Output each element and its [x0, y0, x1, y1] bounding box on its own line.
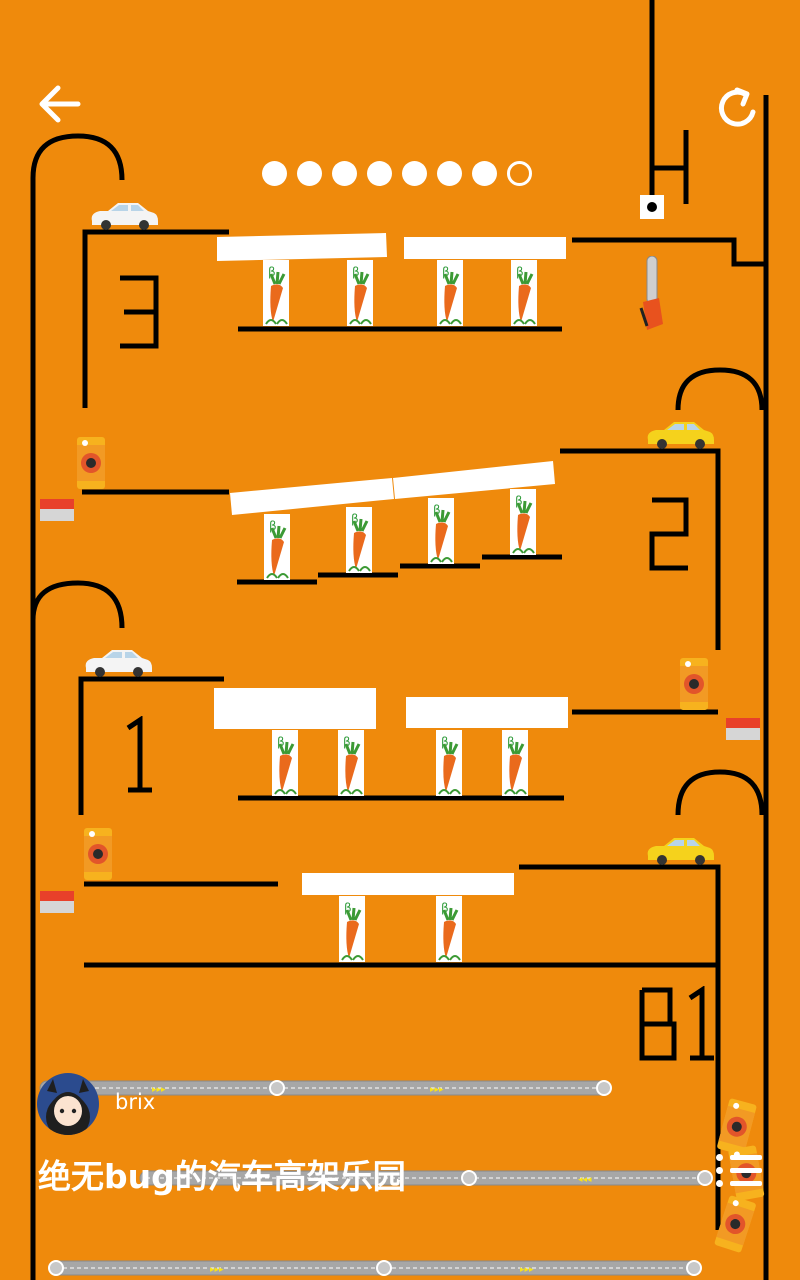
back-button[interactable] [38, 84, 82, 124]
restart-button[interactable] [715, 84, 763, 132]
floor-label-b1: B1 [639, 986, 714, 1061]
menu-button[interactable] [716, 1152, 766, 1190]
arch [30, 133, 125, 181]
floor-label-3: 3 [120, 275, 159, 349]
author-name: brix [115, 1090, 156, 1114]
conveyor-arrow: ▸▸▸ [152, 1085, 166, 1095]
level-progress [262, 161, 532, 186]
progress-dot-filled [367, 161, 392, 186]
progress-dot-filled [332, 161, 357, 186]
conveyor-arrow: ▸▸▸ [210, 1265, 224, 1275]
progress-dot-filled [402, 161, 427, 186]
arch [675, 367, 765, 411]
white-platforms [214, 233, 568, 895]
progress-dot-filled [297, 161, 322, 186]
chainsaw[interactable] [639, 256, 665, 330]
floor-1-rail [78, 676, 224, 815]
avatar[interactable] [37, 1073, 99, 1135]
avatar-icon [46, 1079, 90, 1135]
floor-label-4: 4 [649, 130, 689, 204]
floor-3-rail [82, 229, 229, 408]
floor-label-1: 1 [126, 716, 152, 793]
floor-2-rail [560, 448, 721, 650]
arch [30, 580, 125, 629]
arch [675, 769, 765, 816]
progress-dot-filled [472, 161, 497, 186]
floor-label-2: 2 [649, 497, 689, 571]
progress-dot-filled [262, 161, 287, 186]
restart-icon [718, 87, 756, 127]
left-arrow-icon [39, 85, 81, 123]
progress-dot-empty [507, 161, 532, 186]
progress-dot-filled [437, 161, 462, 186]
conveyor-arrow: ▸▸▸ [430, 1085, 444, 1095]
conveyor-arrow: ◂◂◂ [578, 1175, 592, 1185]
conveyor-arrow: ▸▸▸ [520, 1265, 534, 1275]
floor-b1-rail [519, 864, 721, 1230]
hook-node[interactable] [640, 195, 664, 219]
level-title: 绝无bug的汽车高架乐园 [38, 1157, 406, 1196]
rail [572, 237, 766, 267]
